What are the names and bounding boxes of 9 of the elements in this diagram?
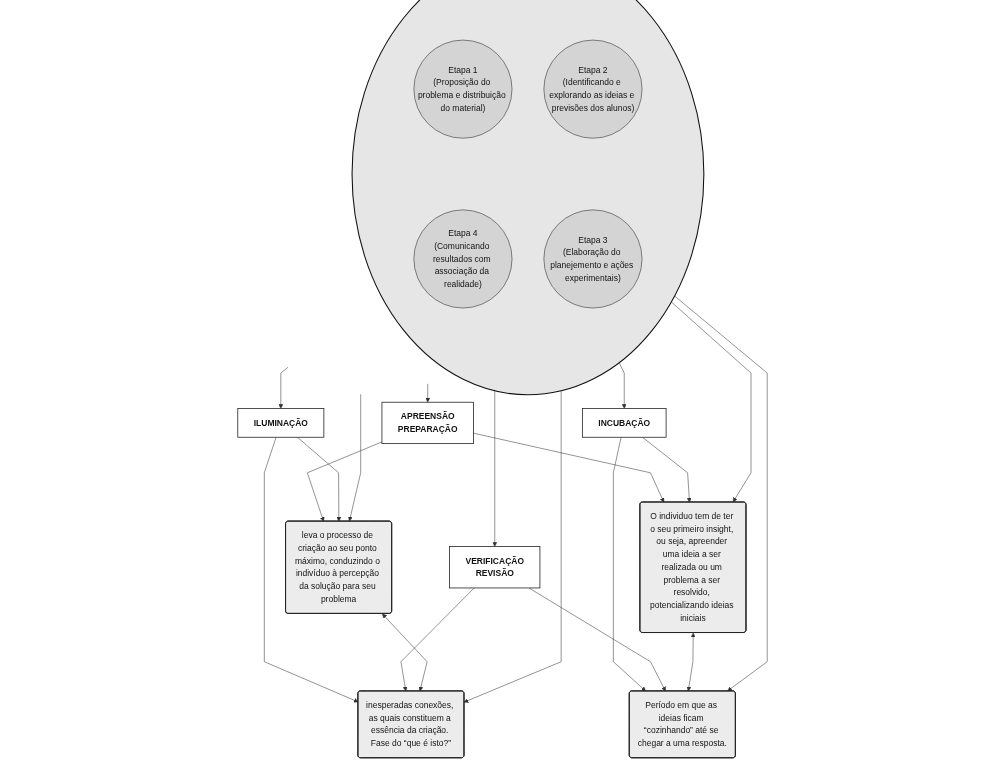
node-box: APREENSÃO PREPARAÇÃO <box>381 401 474 444</box>
node-box: VERIFICAÇÃO REVISÃO <box>449 546 541 589</box>
node-circle: Etapa 2 (Identificando e explorando as ideias e previsões dos alunos) <box>543 39 643 139</box>
node-circle: Etapa 4 (Comunicando resultados com associação da realidade) <box>413 209 513 309</box>
node-box: ILUMINAÇÃO <box>237 408 325 438</box>
node-circle: Etapa 3 (Elaboração do planejemento e ações experimentais) <box>543 209 643 309</box>
cluster <box>351 0 705 396</box>
node-box: INCUBAÇÃO <box>582 408 667 438</box>
node-circle: Etapa 1 (Proposição do problema e distribuição do material) <box>413 39 513 139</box>
